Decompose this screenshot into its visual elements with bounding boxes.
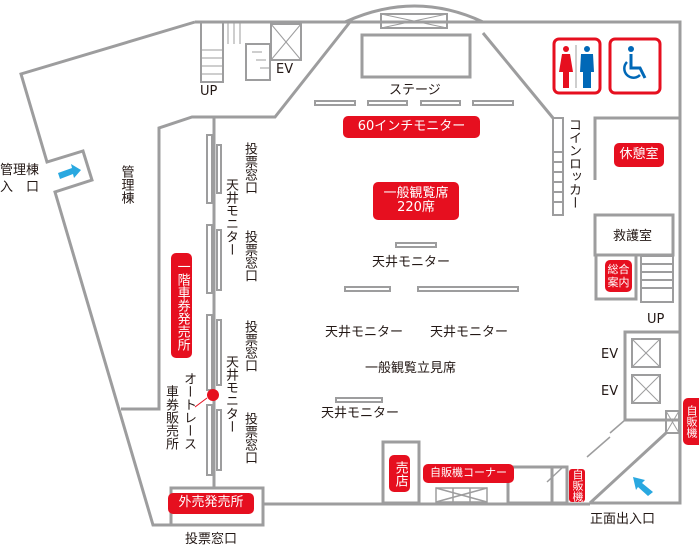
standing-area-label: 一般観覧立見席 [365,361,457,376]
admin-inner-wall [121,21,352,411]
ticket-window-bottom-label: 投票窓口 [185,532,238,547]
ceiling-monitor-label: 天井モニター [321,406,400,421]
ceiling-monitor-label: 天井モニター [372,255,451,270]
vending-boxes [435,487,488,503]
shop-room [381,440,421,505]
ceiling-monitor-vertical: 天井モニター [223,178,238,256]
admin-entrance-label-2: 入 口 [0,180,40,195]
stage-platform [360,33,472,79]
stage-screen [380,13,448,29]
outer-wall-right [483,20,682,505]
wheelchair-icon [608,37,662,95]
vending-badge-right: 自販機 [683,398,699,445]
small-rooms [506,465,554,505]
entrance-arrow-icon [58,164,81,179]
coin-locker-label: コインロッカー [566,118,581,209]
ev-label-2: EV [601,384,619,399]
up-label-right: UP [647,312,665,327]
ceiling-monitor-label: 天井モニター [430,325,509,340]
hall-diagonal-right [481,32,555,119]
ceiling-monitor-bars [335,242,519,403]
vending-badge: 自販機 [569,469,585,502]
ev-label-1: EV [601,347,619,362]
ceiling-monitor-label: 天井モニター [325,325,404,340]
rest-room-badge: 休憩室 [614,143,664,167]
ticket-window-label: 投票窓口 [242,412,257,464]
stairs-top-left [200,21,302,83]
ticket-window-label: 投票窓口 [242,320,257,372]
first-floor-sales-badge: 一階車券発売所 [171,253,192,358]
entrance-arrow-icon [633,477,653,496]
monitor-60-badge: 60インチモニター [343,116,480,138]
ceiling-monitor-vertical: 天井モニター [223,355,238,433]
admin-building-label: 管理棟 [118,165,134,204]
autorace-label-2: 車券販売所 [163,385,178,450]
stage-label: ステージ [389,83,441,98]
info-desk [594,253,638,301]
autorace-sales-marker [207,389,219,401]
general-seats-badge: 一般観覧席 220席 [373,182,459,220]
outside-sales-badge: 外売発売所 [168,493,254,514]
outer-wall-left [19,20,265,527]
elevator-hall [623,330,682,422]
autorace-label: オートレース [181,372,196,450]
admin-entrance-label: 管理棟 [0,163,40,178]
first-aid-label: 救護室 [613,229,653,244]
shop-badge: 売店 [389,455,410,492]
info-badge: 総合案内 [605,260,632,292]
front-entrance-label: 正面出入口 [590,512,656,527]
general-seats-count: 220席 [397,200,435,215]
ticket-window-label: 投票窓口 [242,230,257,282]
stage-monitors [314,100,514,106]
rest-room-wall [593,116,680,180]
stage-arc [344,4,484,24]
restroom-icon [552,37,602,95]
stairs-right [640,255,674,303]
vending-corner-badge: 自販機コーナー [423,464,514,483]
ev-label: EV [276,62,294,77]
up-label: UP [200,84,218,99]
ticket-window-label: 投票窓口 [242,142,257,194]
elevator-icon [631,338,680,434]
ticket-window-column [206,118,222,488]
general-seats-label: 一般観覧席 [383,185,449,201]
entrance-diagonal [588,431,668,505]
coin-lockers [552,117,564,216]
